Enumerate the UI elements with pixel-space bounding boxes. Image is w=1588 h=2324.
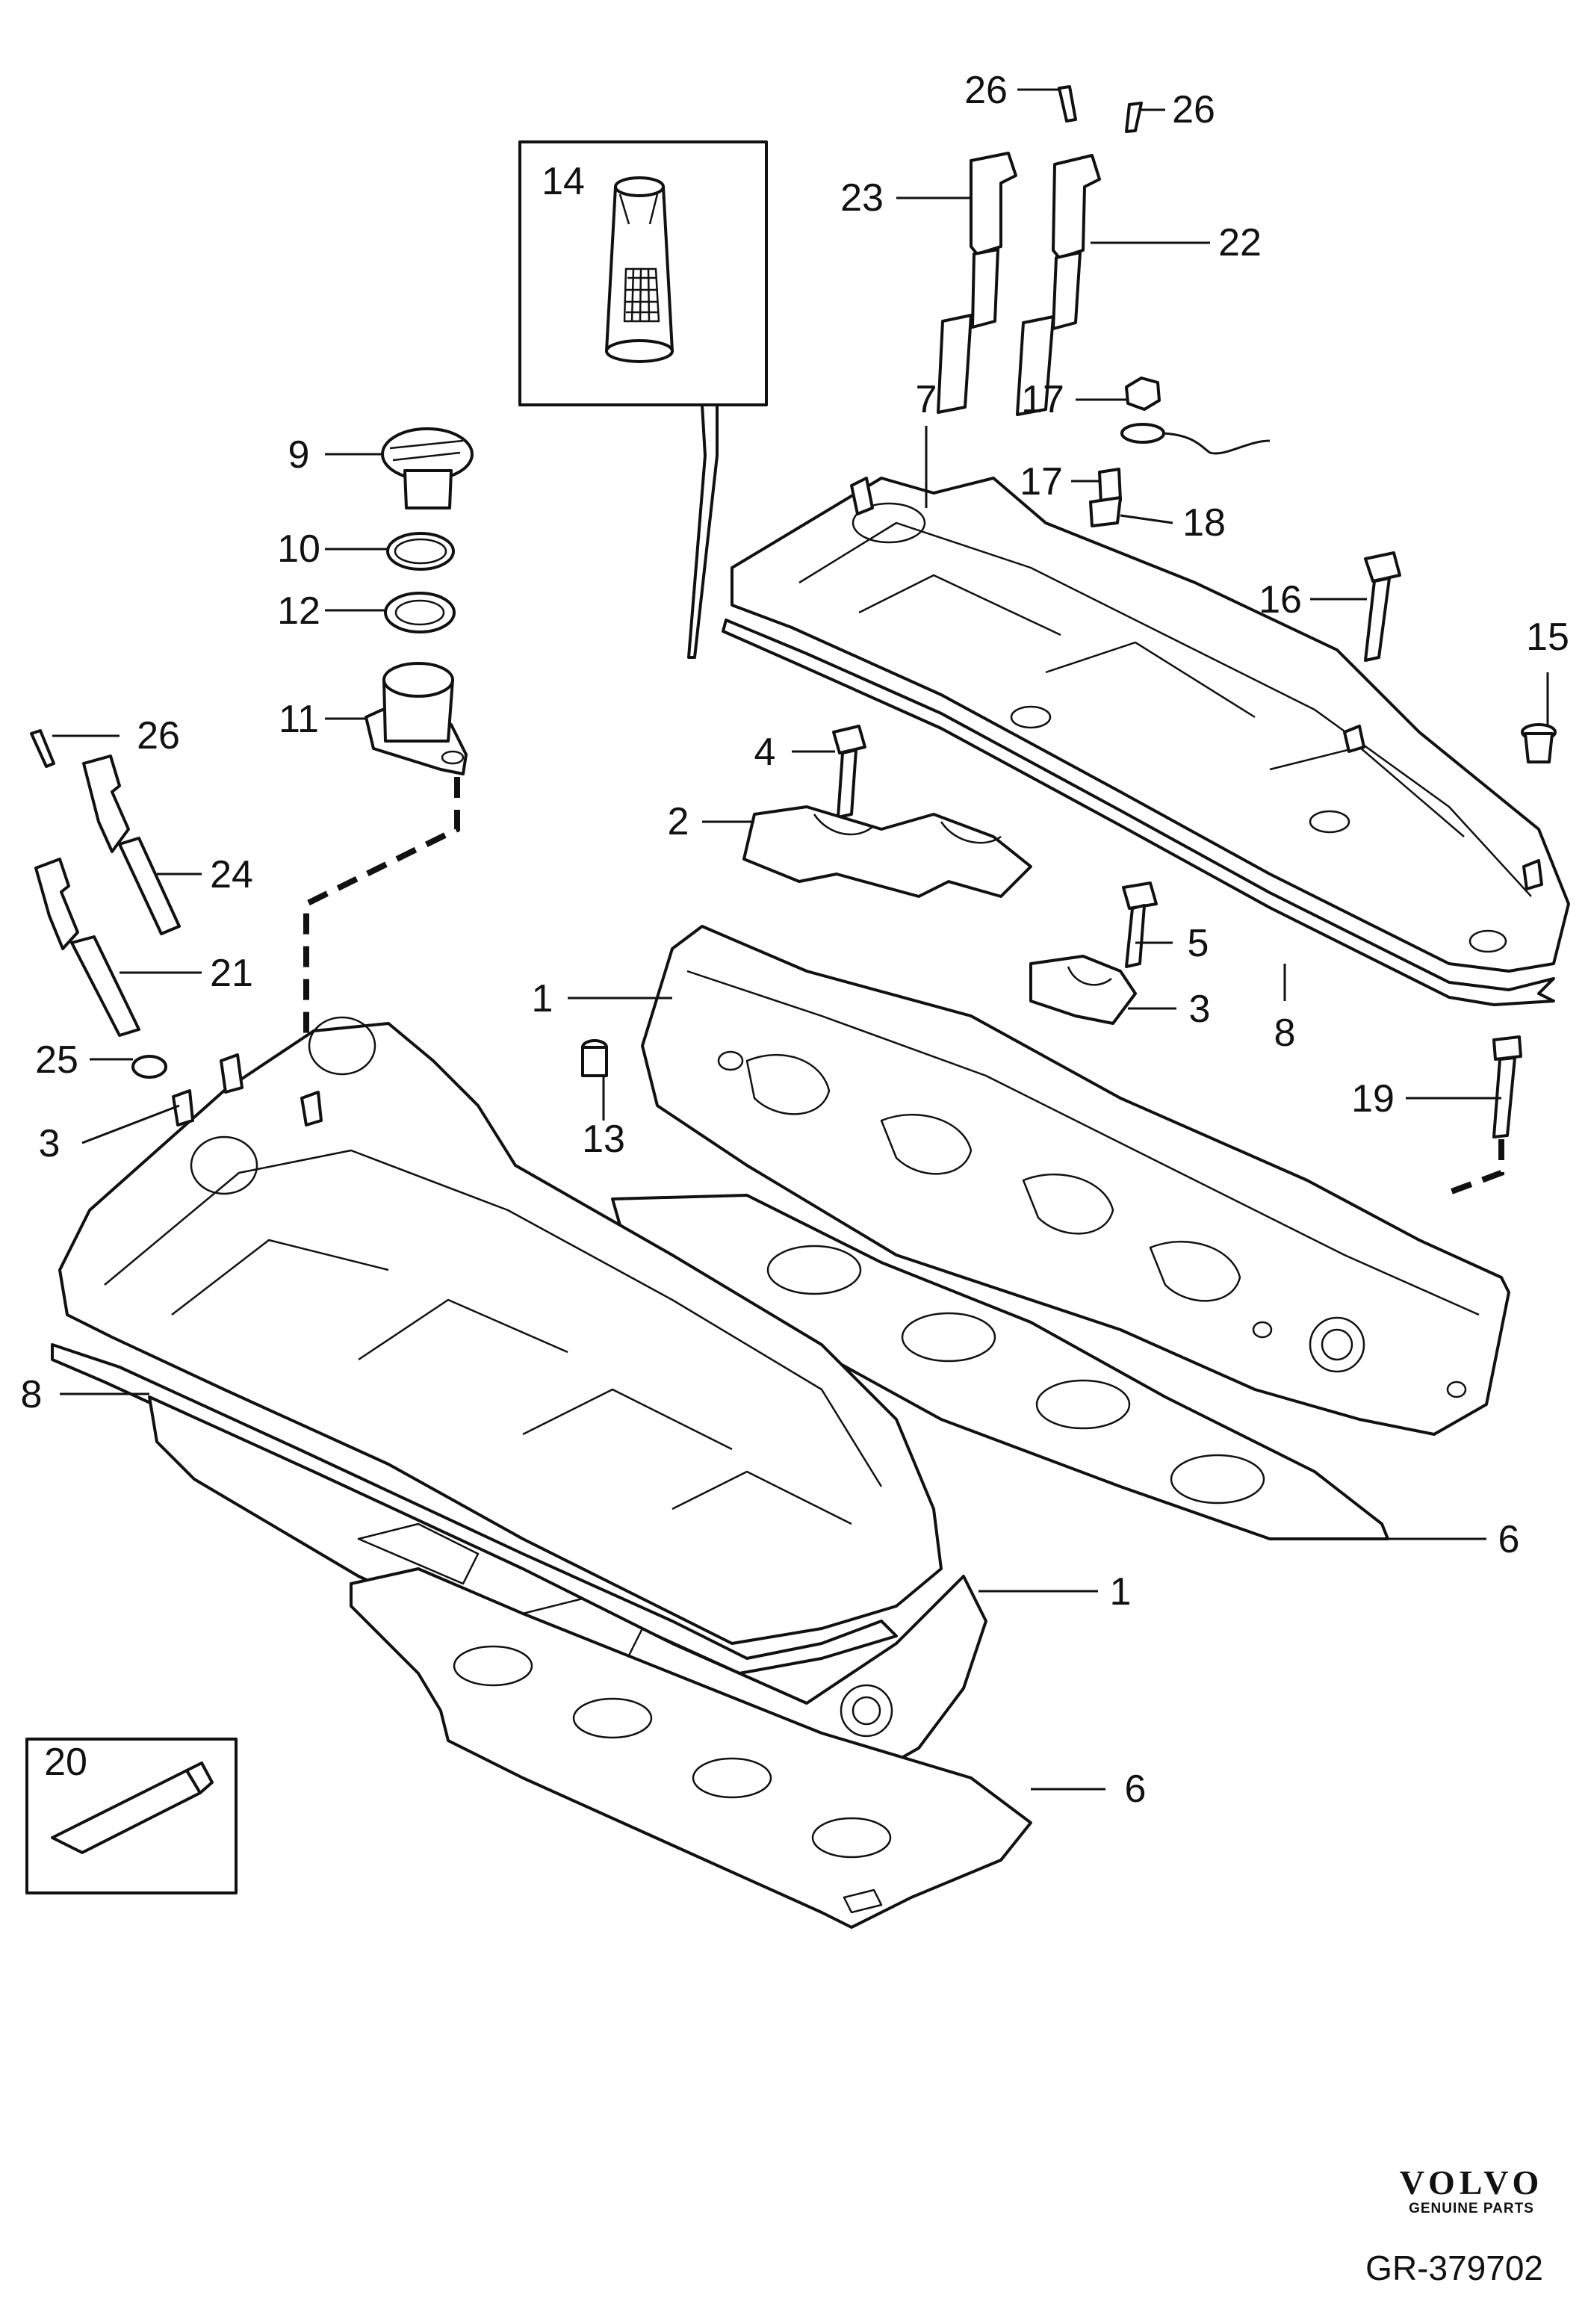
callout-2: 2 bbox=[668, 800, 689, 843]
o-ring-25 bbox=[131, 1055, 167, 1079]
callout-8: 8 bbox=[1274, 1011, 1296, 1055]
callout-9: 9 bbox=[288, 433, 310, 477]
brand-subtitle: GENUINE PARTS bbox=[1409, 2201, 1534, 2216]
bolt-4 bbox=[832, 725, 866, 819]
callout-13: 13 bbox=[582, 1118, 625, 1161]
bolt-16 bbox=[1364, 551, 1401, 662]
bolt-5 bbox=[1122, 881, 1158, 968]
callout-8: 8 bbox=[21, 1373, 43, 1416]
strainer-tube bbox=[605, 176, 674, 363]
callout-14: 14 bbox=[542, 160, 585, 203]
ignition-coil-23 bbox=[937, 152, 1017, 414]
screw-26-top-left bbox=[1058, 85, 1077, 123]
plug-tube-13 bbox=[581, 1039, 608, 1077]
screw-26-top-right bbox=[1125, 102, 1143, 133]
callout-1: 1 bbox=[1110, 1570, 1132, 1614]
cylinder-head-left bbox=[148, 1395, 987, 1779]
callout-20: 20 bbox=[44, 1741, 87, 1784]
seal-ring-10 bbox=[386, 532, 455, 571]
leader-lines bbox=[52, 88, 1549, 1791]
inset-box-14 bbox=[518, 140, 768, 659]
callout-5: 5 bbox=[1188, 922, 1209, 965]
nut-17 bbox=[1120, 377, 1271, 455]
callout-17: 17 bbox=[1021, 378, 1064, 421]
callout-15: 15 bbox=[1526, 616, 1569, 659]
ignition-coil-22 bbox=[1016, 154, 1101, 416]
head-gasket-left bbox=[350, 1567, 1032, 1929]
bearing-cap-3-right bbox=[1029, 955, 1137, 1025]
gasket-8-upper bbox=[722, 619, 1555, 1006]
stud-17-18 bbox=[1089, 468, 1122, 527]
dashed-leader-11 bbox=[303, 777, 460, 1068]
callout-6: 6 bbox=[1125, 1767, 1147, 1811]
filler-neck-11 bbox=[365, 662, 468, 775]
callout-11: 11 bbox=[279, 698, 319, 741]
callout-3: 3 bbox=[1189, 988, 1211, 1031]
callout-18: 18 bbox=[1182, 501, 1226, 545]
brand-block: VOLVO GENUINE PARTS GR-379702 bbox=[1365, 2163, 1543, 2287]
callout-12: 12 bbox=[277, 589, 320, 633]
seal-ring-12 bbox=[384, 592, 456, 633]
callout-22: 22 bbox=[1218, 221, 1262, 264]
callout-16: 16 bbox=[1259, 578, 1302, 622]
diagram-reference: GR-379702 bbox=[1365, 2249, 1543, 2287]
callout-7: 7 bbox=[916, 378, 937, 421]
ignition-coil-21 bbox=[34, 858, 140, 1037]
bearing-cap-2 bbox=[742, 805, 1032, 898]
callout-4: 4 bbox=[754, 731, 776, 774]
callout-26: 26 bbox=[137, 714, 180, 757]
callout-26: 26 bbox=[964, 69, 1008, 112]
callout-23: 23 bbox=[840, 176, 884, 220]
callout-26: 26 bbox=[1172, 88, 1215, 131]
inset-pointer bbox=[687, 403, 719, 659]
callout-3: 3 bbox=[39, 1122, 61, 1165]
valve-cover-upper-right bbox=[731, 477, 1570, 973]
inset-box-20 bbox=[25, 1738, 238, 1894]
valve-cover-left bbox=[58, 1016, 943, 1645]
filler-cap-9 bbox=[381, 427, 474, 509]
callout-19: 19 bbox=[1351, 1077, 1395, 1121]
callout-21: 21 bbox=[210, 952, 253, 995]
bolt-19 bbox=[1492, 1035, 1522, 1138]
callout-10: 10 bbox=[277, 527, 320, 571]
callout-labels: 26 26 23 22 14 7 17 17 18 9 10 12 11 16 … bbox=[21, 69, 1569, 1811]
screw-26-left bbox=[30, 729, 55, 768]
callout-1: 1 bbox=[532, 977, 553, 1020]
cylinder-head-right bbox=[641, 925, 1510, 1436]
callout-25: 25 bbox=[35, 1038, 78, 1082]
brand-logo: VOLVO bbox=[1400, 2163, 1544, 2201]
callout-6: 6 bbox=[1498, 1518, 1520, 1561]
ignition-coil-24 bbox=[82, 754, 181, 935]
callout-17: 17 bbox=[1020, 460, 1063, 503]
grommet-15 bbox=[1521, 723, 1557, 763]
dashed-leader-19 bbox=[1440, 1139, 1504, 1198]
callout-24: 24 bbox=[210, 853, 253, 896]
